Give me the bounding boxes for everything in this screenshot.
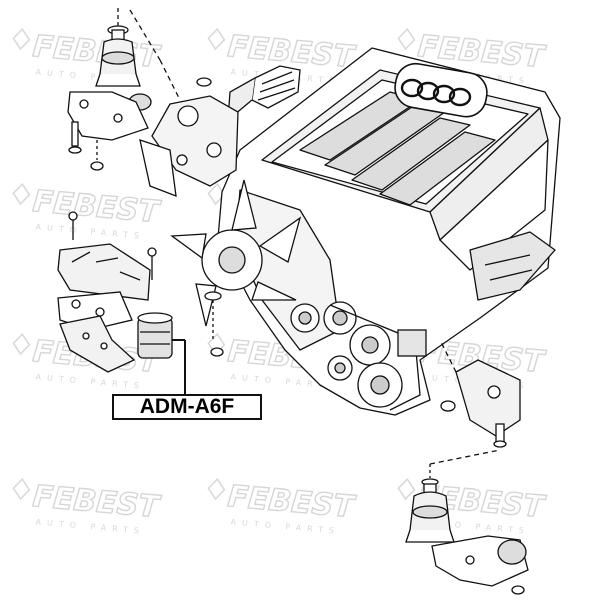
car-logo-icon <box>394 62 488 118</box>
upper-left-mount <box>67 8 181 171</box>
watermark-tile: FEBEST AUTO PARTS <box>12 477 163 536</box>
cooling-fan <box>170 179 302 327</box>
watermark-tile: FEBEST AUTO PARTS <box>207 477 358 536</box>
watermark-tile: FEBEST AUTO PARTS <box>12 182 163 241</box>
watermark-tile: FEBEST AUTO PARTS <box>12 27 163 86</box>
pulley-set <box>290 301 427 411</box>
engine-bracket-right <box>439 339 521 448</box>
fasteners-center <box>204 291 224 357</box>
featured-mount-assembly <box>57 211 173 373</box>
engine-bracket-left <box>139 77 239 197</box>
lower-right-mount <box>405 449 529 595</box>
part-number-label: ADM-A6F <box>112 394 262 420</box>
